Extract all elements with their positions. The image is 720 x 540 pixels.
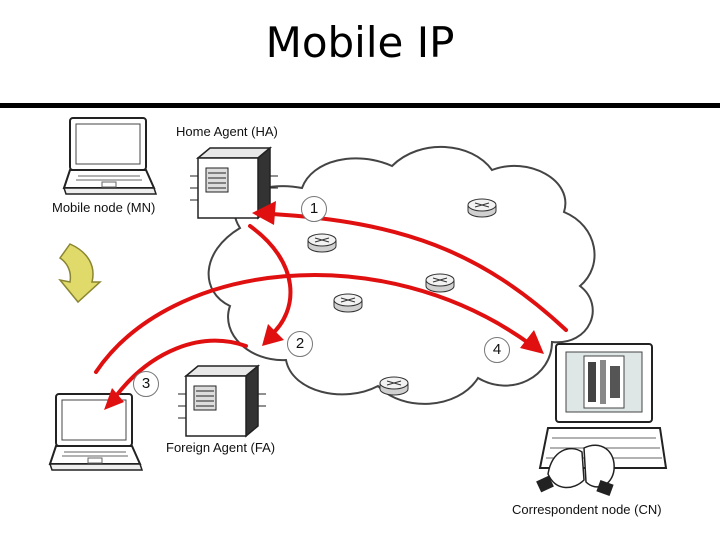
- router-icon: [379, 376, 409, 396]
- correspondent-node-label: Correspondent node (CN): [512, 502, 662, 517]
- router-icon: [333, 293, 363, 313]
- title-divider: [0, 103, 720, 108]
- step-2-badge: 2: [287, 331, 313, 357]
- correspondent-node-computer-icon: [536, 343, 668, 497]
- router-icon: [467, 198, 497, 218]
- arrowhead-step-1: [252, 201, 276, 225]
- arrow-step-3-fa-to-mn: [114, 338, 248, 398]
- foreign-agent-server-icon: [177, 365, 267, 437]
- movement-arrow-icon: [58, 243, 102, 304]
- step-3-badge: 3: [133, 371, 159, 397]
- foreign-agent-label: Foreign Agent (FA): [166, 440, 276, 455]
- mobile-node-label: Mobile node (MN): [52, 200, 156, 215]
- router-icon: [307, 233, 337, 253]
- mobile-node-moved-laptop-icon: [49, 393, 143, 471]
- arrowhead-step-4: [520, 330, 544, 354]
- step-1-badge: 1: [301, 196, 327, 222]
- mobile-node-laptop-icon: [63, 117, 157, 195]
- home-agent-label: Home Agent (HA): [176, 124, 278, 139]
- arrowhead-step-2: [262, 324, 284, 346]
- step-4-badge: 4: [484, 337, 510, 363]
- router-icon: [425, 273, 455, 293]
- arrow-step-2-ha-to-fa: [248, 224, 293, 338]
- arrow-step-4-mn-to-cn: [94, 273, 532, 374]
- slide-title: Mobile IP: [265, 18, 455, 67]
- arrowhead-step-3: [104, 388, 124, 410]
